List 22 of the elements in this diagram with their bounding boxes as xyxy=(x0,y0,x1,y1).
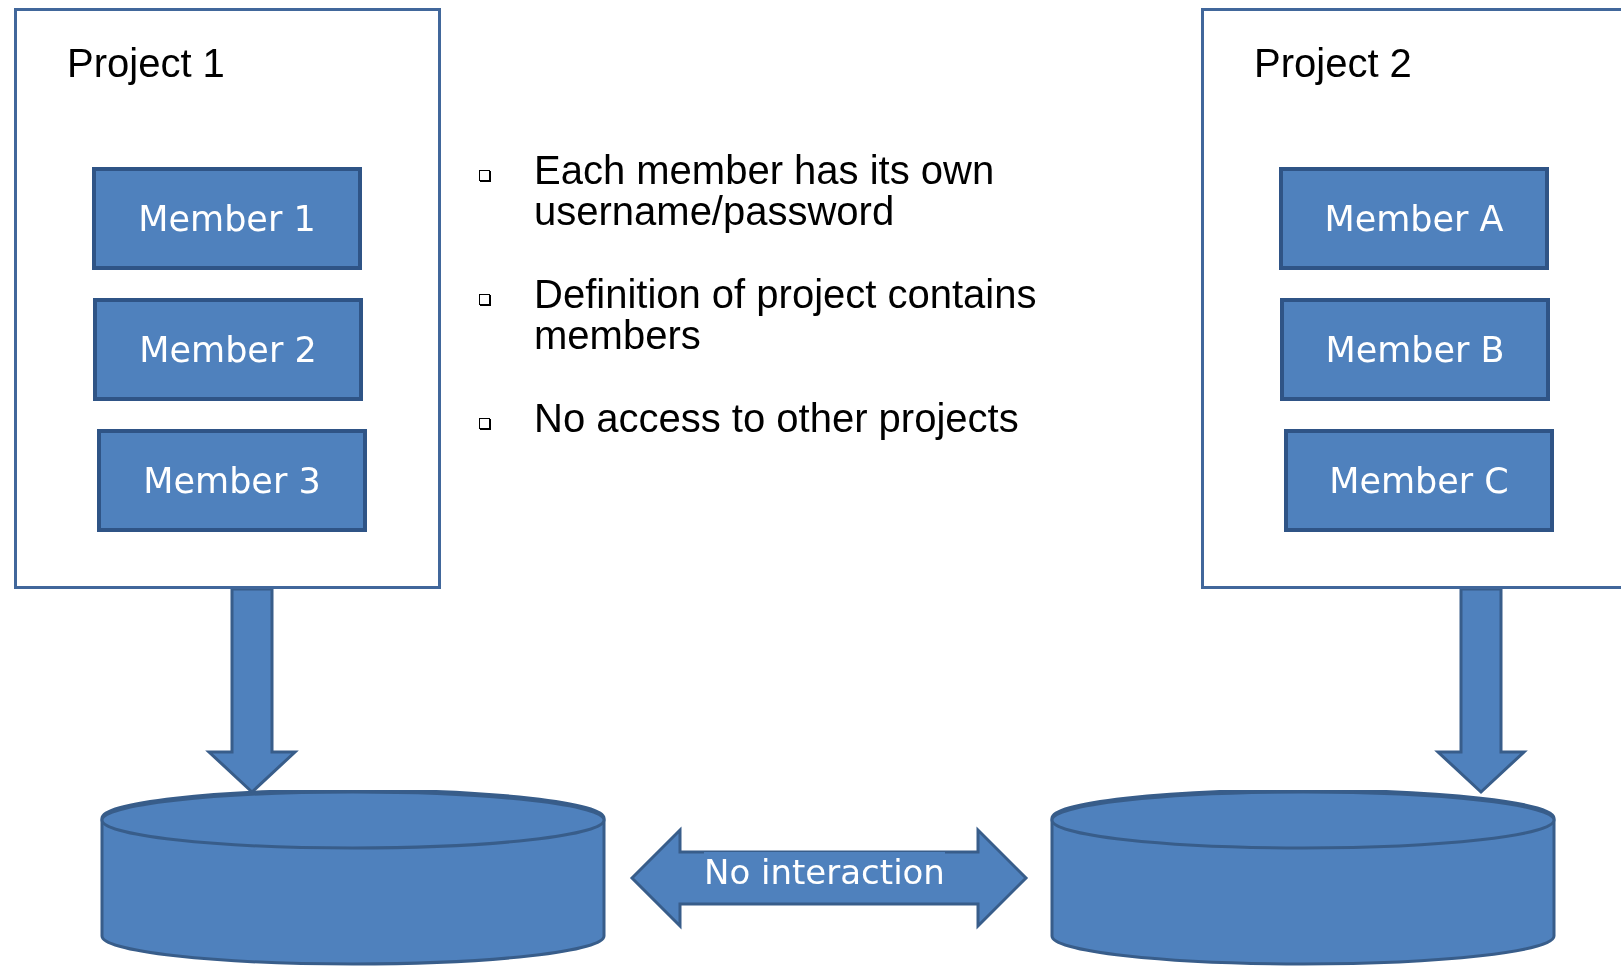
panel-title: Project 1 xyxy=(67,41,225,86)
database-cylinder xyxy=(100,790,606,966)
member-box xyxy=(1280,298,1550,401)
member-label: Member C xyxy=(1329,460,1509,501)
member-box xyxy=(1284,429,1554,532)
member-box xyxy=(93,298,363,401)
project-panel xyxy=(14,8,441,589)
project-panel xyxy=(1201,8,1621,589)
member-label: Member 1 xyxy=(138,198,316,239)
block-arrow xyxy=(1434,587,1528,795)
panel-title: Project 2 xyxy=(1254,41,1412,86)
bullet-text: Definition of project contains members xyxy=(534,274,1038,356)
member-label: Member 2 xyxy=(139,329,317,370)
member-label: Member A xyxy=(1324,198,1504,239)
member-box xyxy=(97,429,367,532)
member-label: Member 3 xyxy=(143,460,321,501)
database-cylinder xyxy=(1050,790,1556,966)
bullet-text: Each member has its own username/password xyxy=(534,150,996,232)
member-box xyxy=(1279,167,1549,270)
bullet-text: No access to other projects xyxy=(534,398,1020,439)
member-box xyxy=(92,167,362,270)
member-label: Member B xyxy=(1325,329,1505,370)
